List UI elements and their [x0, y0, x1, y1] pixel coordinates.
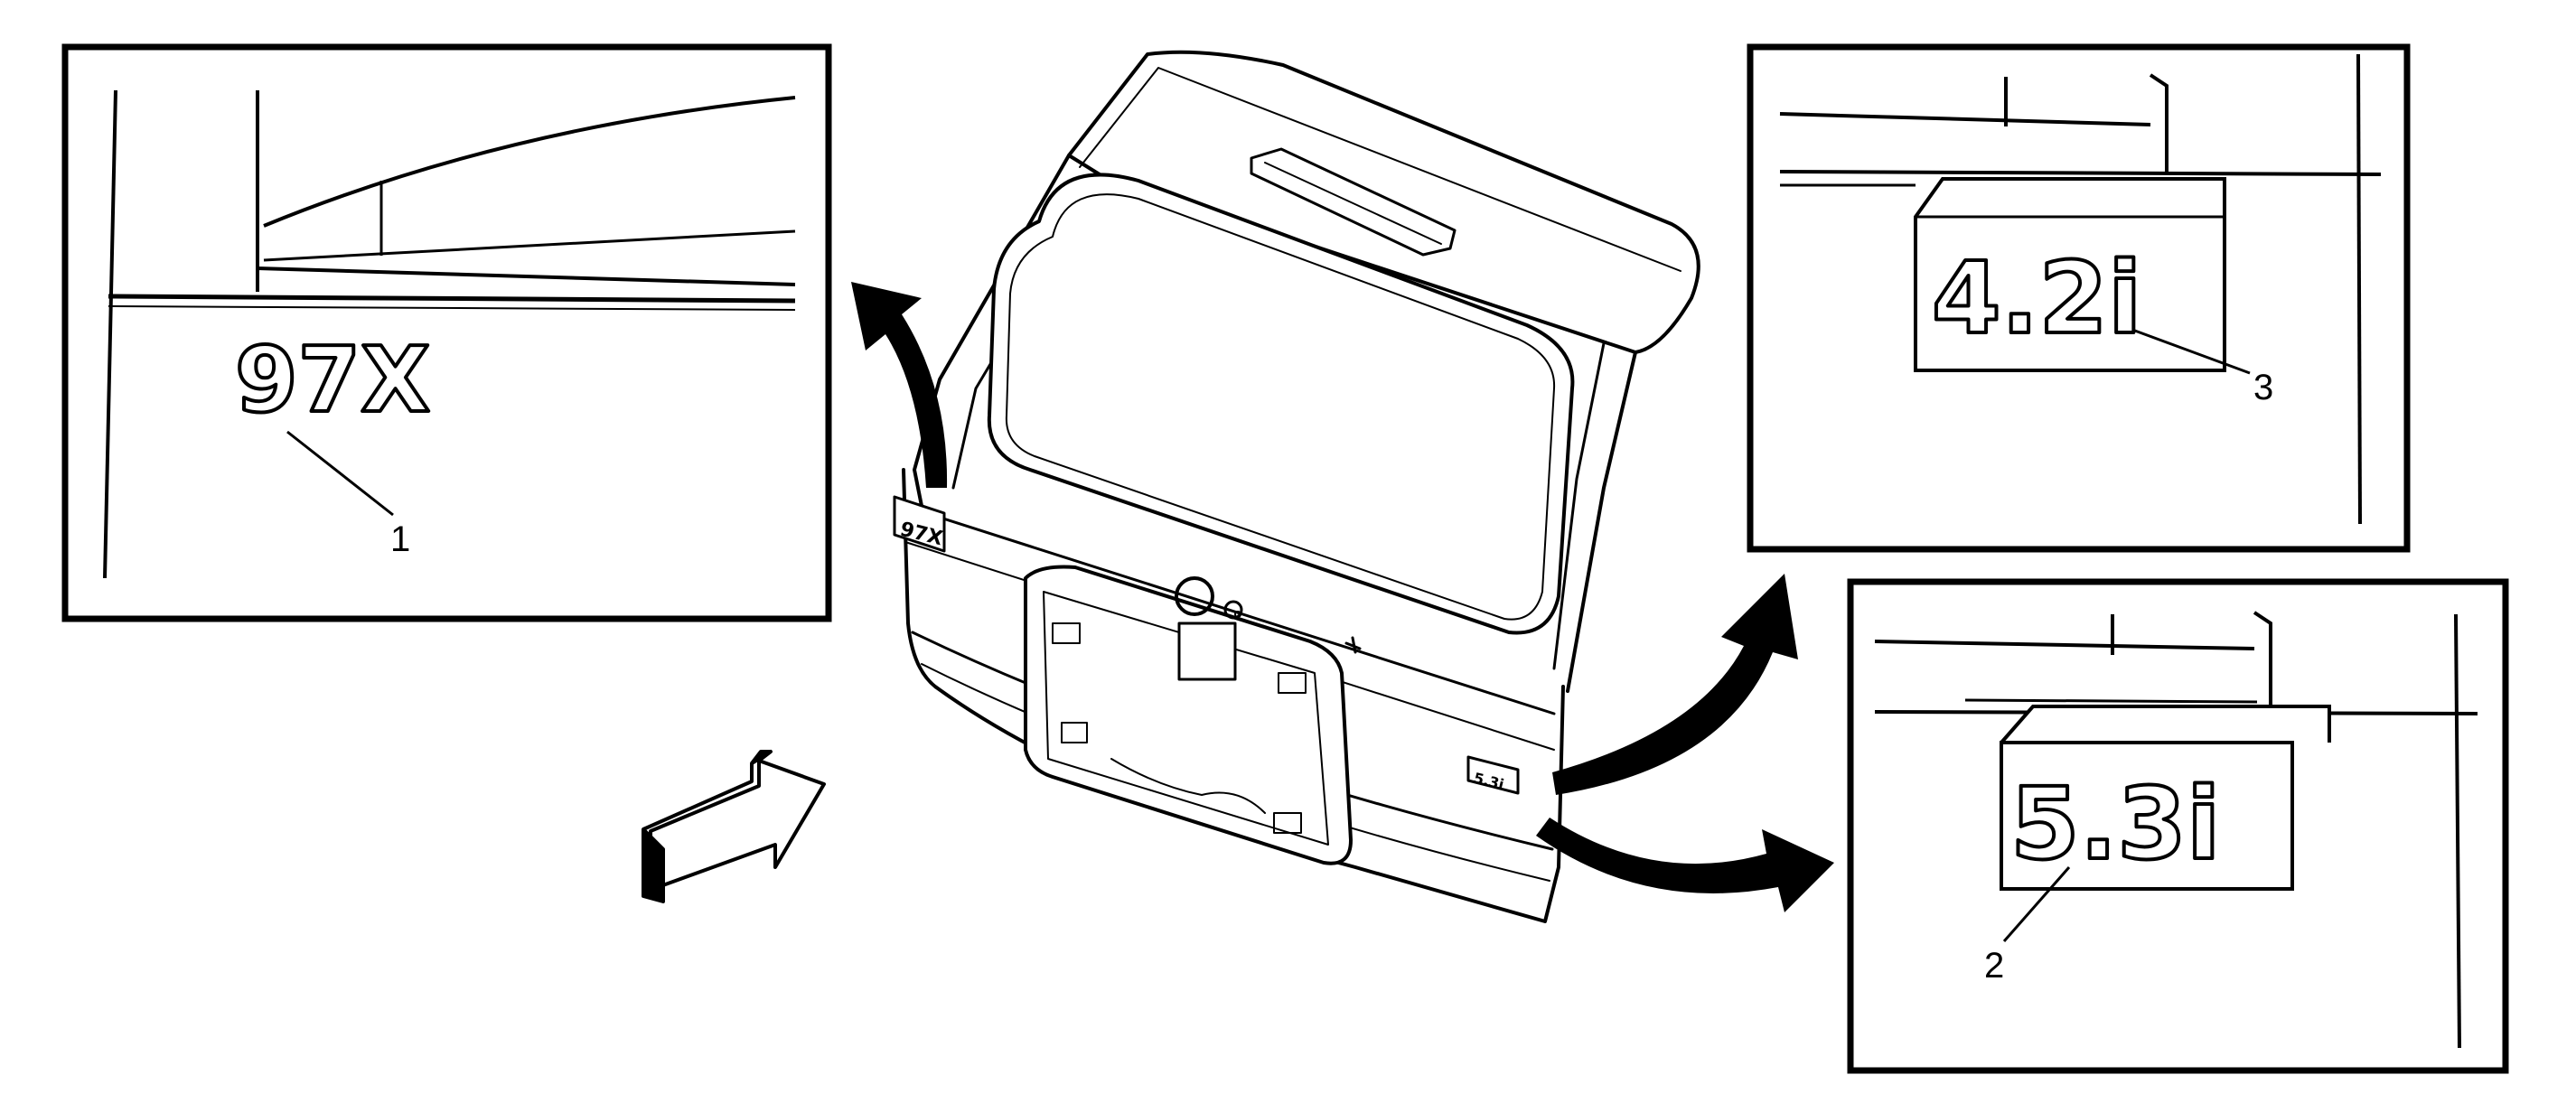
callout-1: 1 — [390, 519, 410, 559]
leader-line-3 — [2131, 328, 2251, 375]
arrow-to-53i-detail — [1536, 818, 1834, 912]
detail-view-53i: 5.3i 2 — [1847, 578, 2509, 1074]
view-direction-arrow — [642, 750, 826, 903]
leader-line-1 — [286, 430, 394, 517]
callout-3: 3 — [2253, 368, 2273, 407]
liftgate-drawing: 97X 5.3i — [893, 50, 1700, 923]
arrow-to-42i-detail — [1552, 574, 1798, 795]
emblem-97x-detail: 97X — [235, 327, 430, 433]
leader-line-2 — [2002, 866, 2071, 942]
emblem-42i-detail: 4.2i — [1932, 240, 2142, 356]
emblem-53i-detail: 5.3i — [2010, 766, 2221, 882]
liftgate-badge-53i — [1466, 755, 1520, 795]
pointer-arrows — [851, 282, 1834, 912]
liftgate-badge-97x — [893, 495, 946, 553]
detail-view-97x: 97X 1 — [61, 43, 832, 622]
detail-frame-97x — [61, 43, 832, 622]
callout-2: 2 — [1984, 946, 2004, 986]
detail-view-42i: 4.2i 3 — [1747, 43, 2411, 553]
arrow-to-97x-detail — [851, 282, 948, 488]
